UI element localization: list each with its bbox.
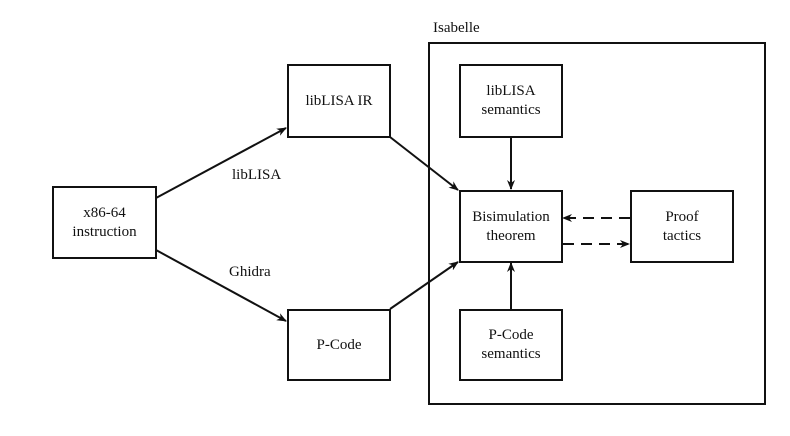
node-text-line: tactics	[662, 227, 702, 244]
node-text-line: P-Code	[316, 336, 362, 353]
node-text-line: Proof	[665, 208, 699, 225]
node-liblisa-semantics: libLISA semantics	[459, 64, 563, 138]
edge-x86-to-pcode	[155, 249, 287, 322]
edge-liblisa-ir-to-bisim	[389, 136, 459, 191]
node-text-line: x86-64	[83, 204, 126, 221]
isabelle-label: Isabelle	[433, 20, 480, 36]
node-proof-tactics: Proof tactics	[630, 190, 734, 263]
node-x86-64-instruction: x86-64 instruction	[52, 186, 157, 259]
node-text-line: Bisimulation	[472, 208, 550, 225]
isabelle-container	[428, 42, 766, 405]
node-text-line: semantics	[481, 102, 541, 118]
node-text-line: libLISA IR	[305, 92, 373, 109]
node-liblisa-ir: libLISA IR	[287, 64, 391, 138]
edge-label-ghidra: Ghidra	[229, 264, 271, 280]
node-text-line: semantics	[481, 346, 541, 362]
node-text-line: instruction	[72, 223, 137, 240]
node-pcode-semantics: P-Code semantics	[459, 309, 563, 381]
node-text-line: theorem	[486, 227, 536, 244]
node-pcode: P-Code	[287, 309, 391, 381]
node-text-line: libLISA	[486, 83, 536, 99]
edge-pcode-to-bisim	[389, 261, 459, 310]
node-text-line: P-Code	[488, 327, 534, 343]
edge-x86-to-liblisa-ir	[155, 127, 287, 199]
node-bisimulation-theorem: Bisimulation theorem	[459, 190, 563, 263]
edge-label-liblisa: libLISA	[232, 167, 282, 183]
